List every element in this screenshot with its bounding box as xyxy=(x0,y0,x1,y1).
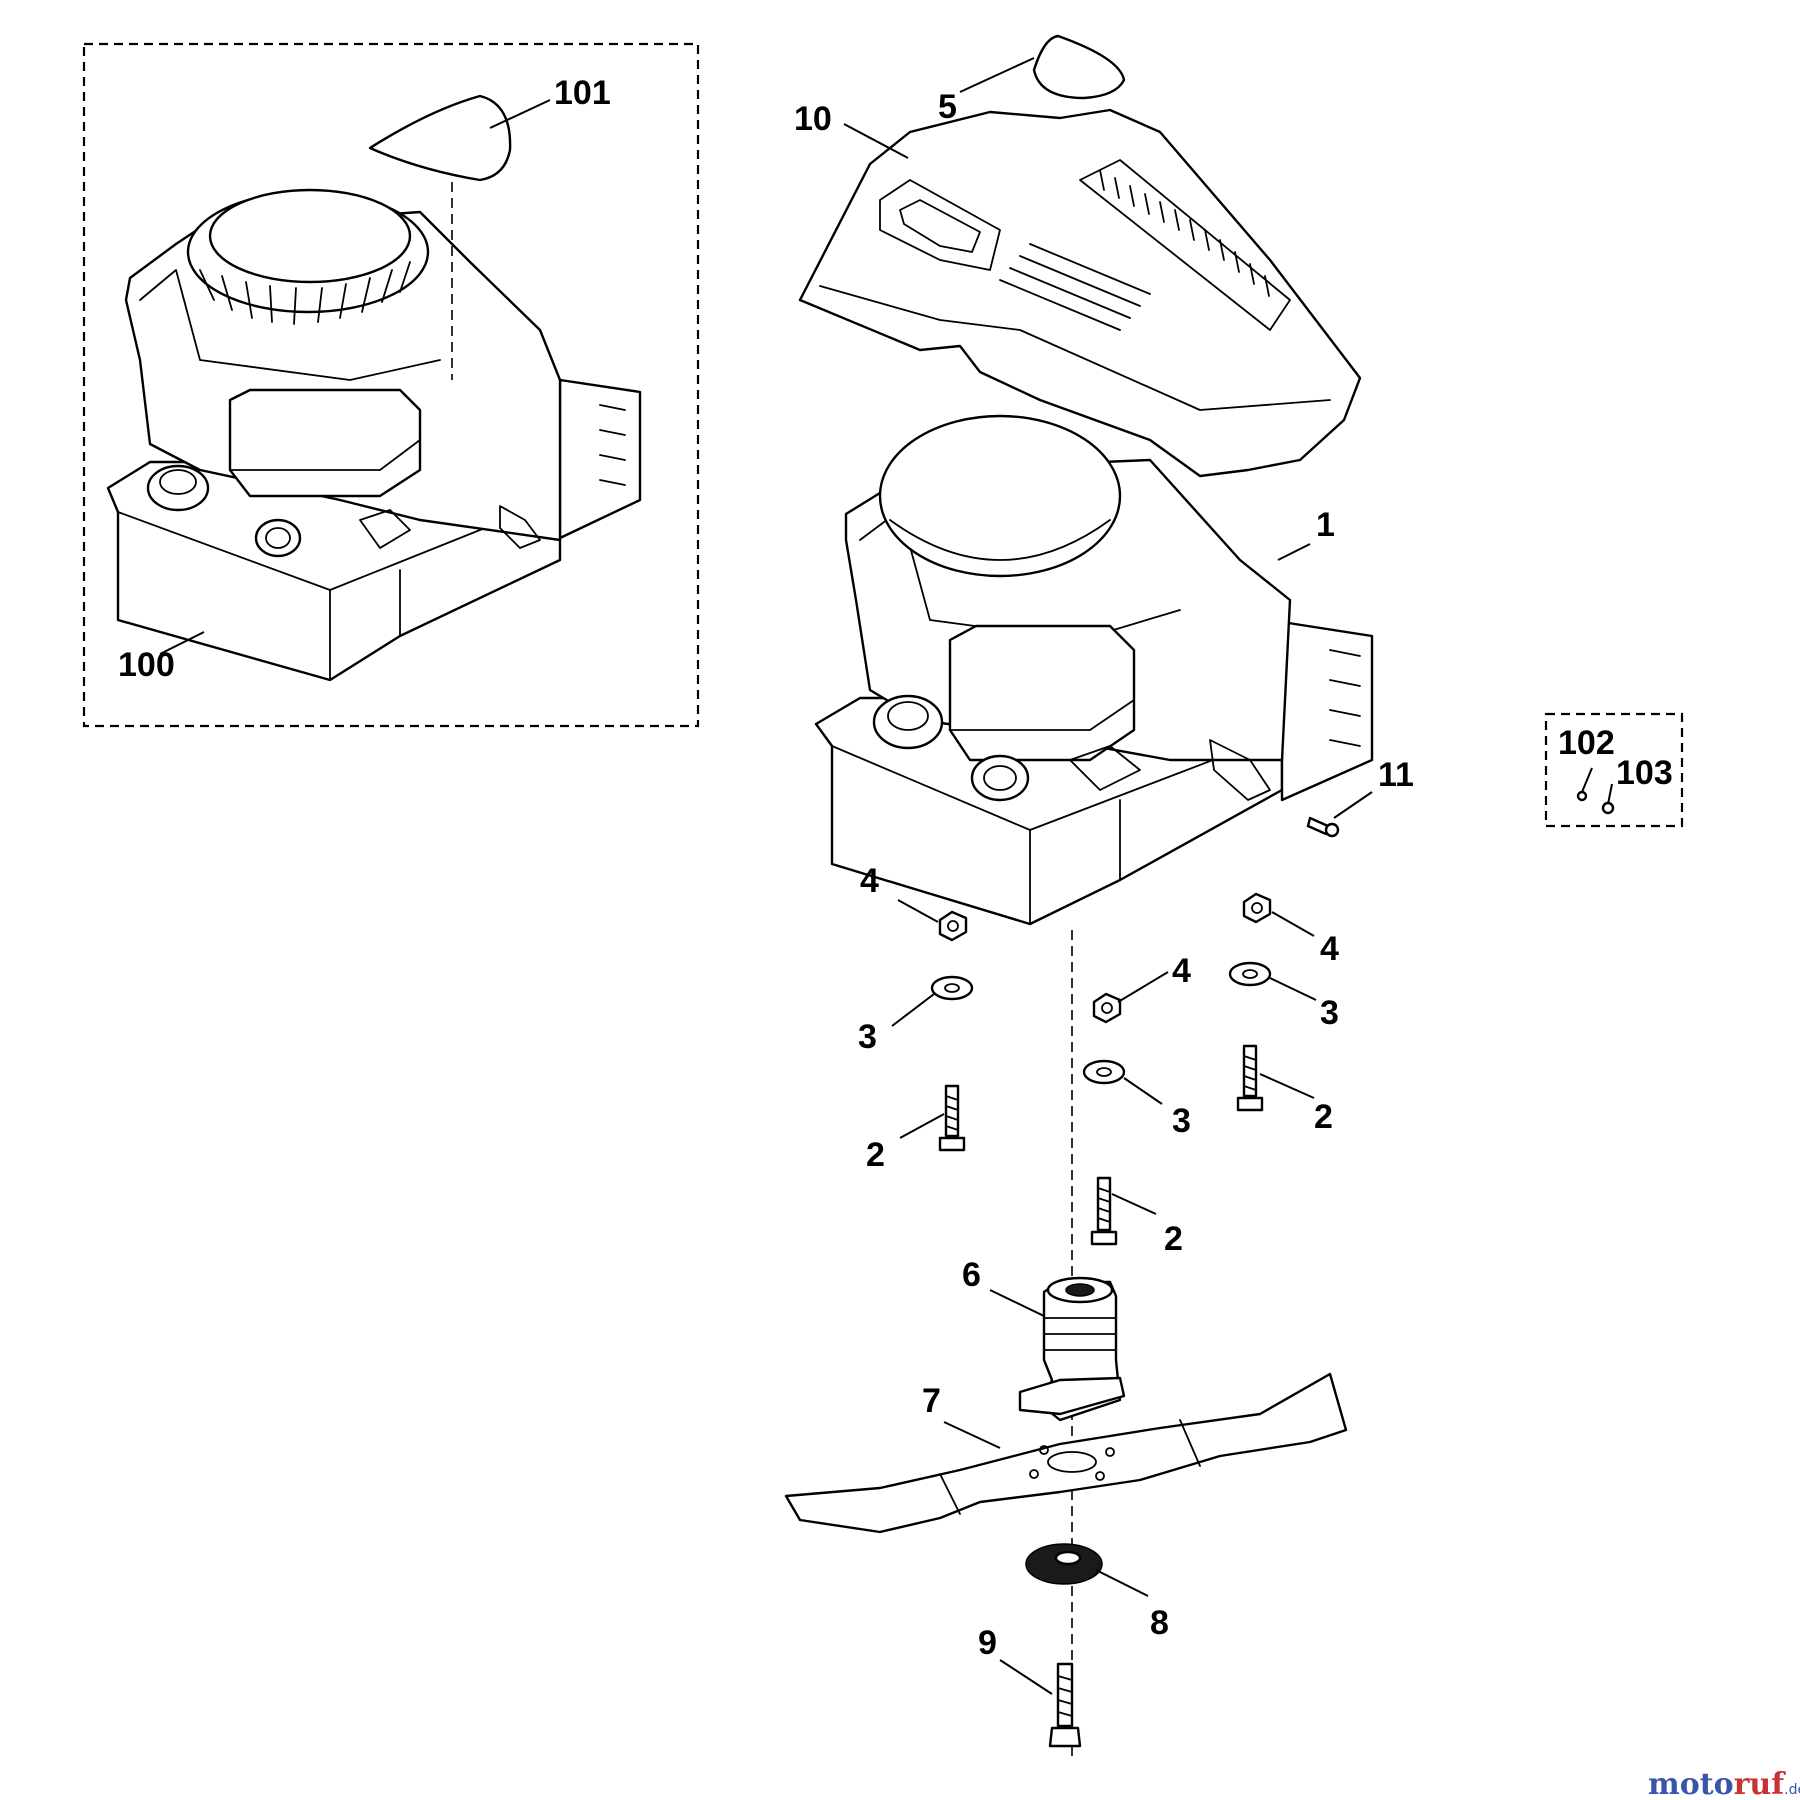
blade-bolt-9[interactable] xyxy=(1048,1662,1082,1748)
alt-engine-group-box xyxy=(82,42,700,728)
callout-10: 10 xyxy=(794,100,832,138)
part-102[interactable] xyxy=(1576,790,1588,802)
callout-4-center: 4 xyxy=(1172,952,1191,990)
decal-101[interactable] xyxy=(368,94,512,182)
callout-5: 5 xyxy=(938,88,957,126)
callout-4-left: 4 xyxy=(860,862,879,900)
bolt-2-left[interactable] xyxy=(938,1084,966,1152)
callout-1: 1 xyxy=(1316,506,1335,544)
nut-4-right[interactable] xyxy=(1242,892,1272,924)
callout-103: 103 xyxy=(1616,754,1673,792)
engine-1[interactable] xyxy=(814,414,1374,926)
watermark-suffix: .de xyxy=(1784,1782,1800,1798)
part-5[interactable] xyxy=(1032,34,1126,100)
callout-7: 7 xyxy=(922,1382,941,1420)
callout-6: 6 xyxy=(962,1256,981,1294)
washer-3-left[interactable] xyxy=(930,975,974,1001)
blade-adapter-6[interactable] xyxy=(1018,1276,1126,1422)
callout-3-center: 3 xyxy=(1172,1102,1191,1140)
small-parts-group-box xyxy=(1544,712,1684,828)
bolt-2-center[interactable] xyxy=(1090,1176,1118,1246)
callout-100: 100 xyxy=(118,646,175,684)
engine-100[interactable] xyxy=(106,188,642,682)
svg-text:motoruf.de: motoruf.de xyxy=(1648,1767,1800,1800)
watermark-part1: moto xyxy=(1648,1767,1734,1800)
callout-102: 102 xyxy=(1558,724,1615,762)
callout-3-left: 3 xyxy=(858,1018,877,1056)
callout-2-center: 2 xyxy=(1164,1220,1183,1258)
engine-cover-10[interactable] xyxy=(798,108,1362,478)
callout-8: 8 xyxy=(1150,1604,1169,1642)
nut-4-center[interactable] xyxy=(1092,992,1122,1024)
callout-2-left: 2 xyxy=(866,1136,885,1174)
leader-lines xyxy=(159,57,1613,1695)
screw-11[interactable] xyxy=(1306,816,1340,838)
bolt-2-right[interactable] xyxy=(1236,1044,1264,1112)
washer-3-center[interactable] xyxy=(1082,1059,1126,1085)
washer-3-right[interactable] xyxy=(1228,961,1272,987)
callout-2-right: 2 xyxy=(1314,1098,1333,1136)
watermark-logo: motoruf.de xyxy=(1648,1767,1800,1800)
nut-4-left[interactable] xyxy=(938,910,968,942)
blade-7[interactable] xyxy=(784,1372,1348,1534)
part-103[interactable] xyxy=(1601,801,1615,815)
blade-washer-8[interactable] xyxy=(1025,1543,1103,1585)
callout-3-right: 3 xyxy=(1320,994,1339,1032)
callout-101: 101 xyxy=(554,74,611,112)
callout-11: 11 xyxy=(1378,756,1414,794)
callout-9: 9 xyxy=(978,1624,997,1662)
callout-4-right: 4 xyxy=(1320,930,1339,968)
watermark-part2: ruf xyxy=(1734,1767,1787,1800)
